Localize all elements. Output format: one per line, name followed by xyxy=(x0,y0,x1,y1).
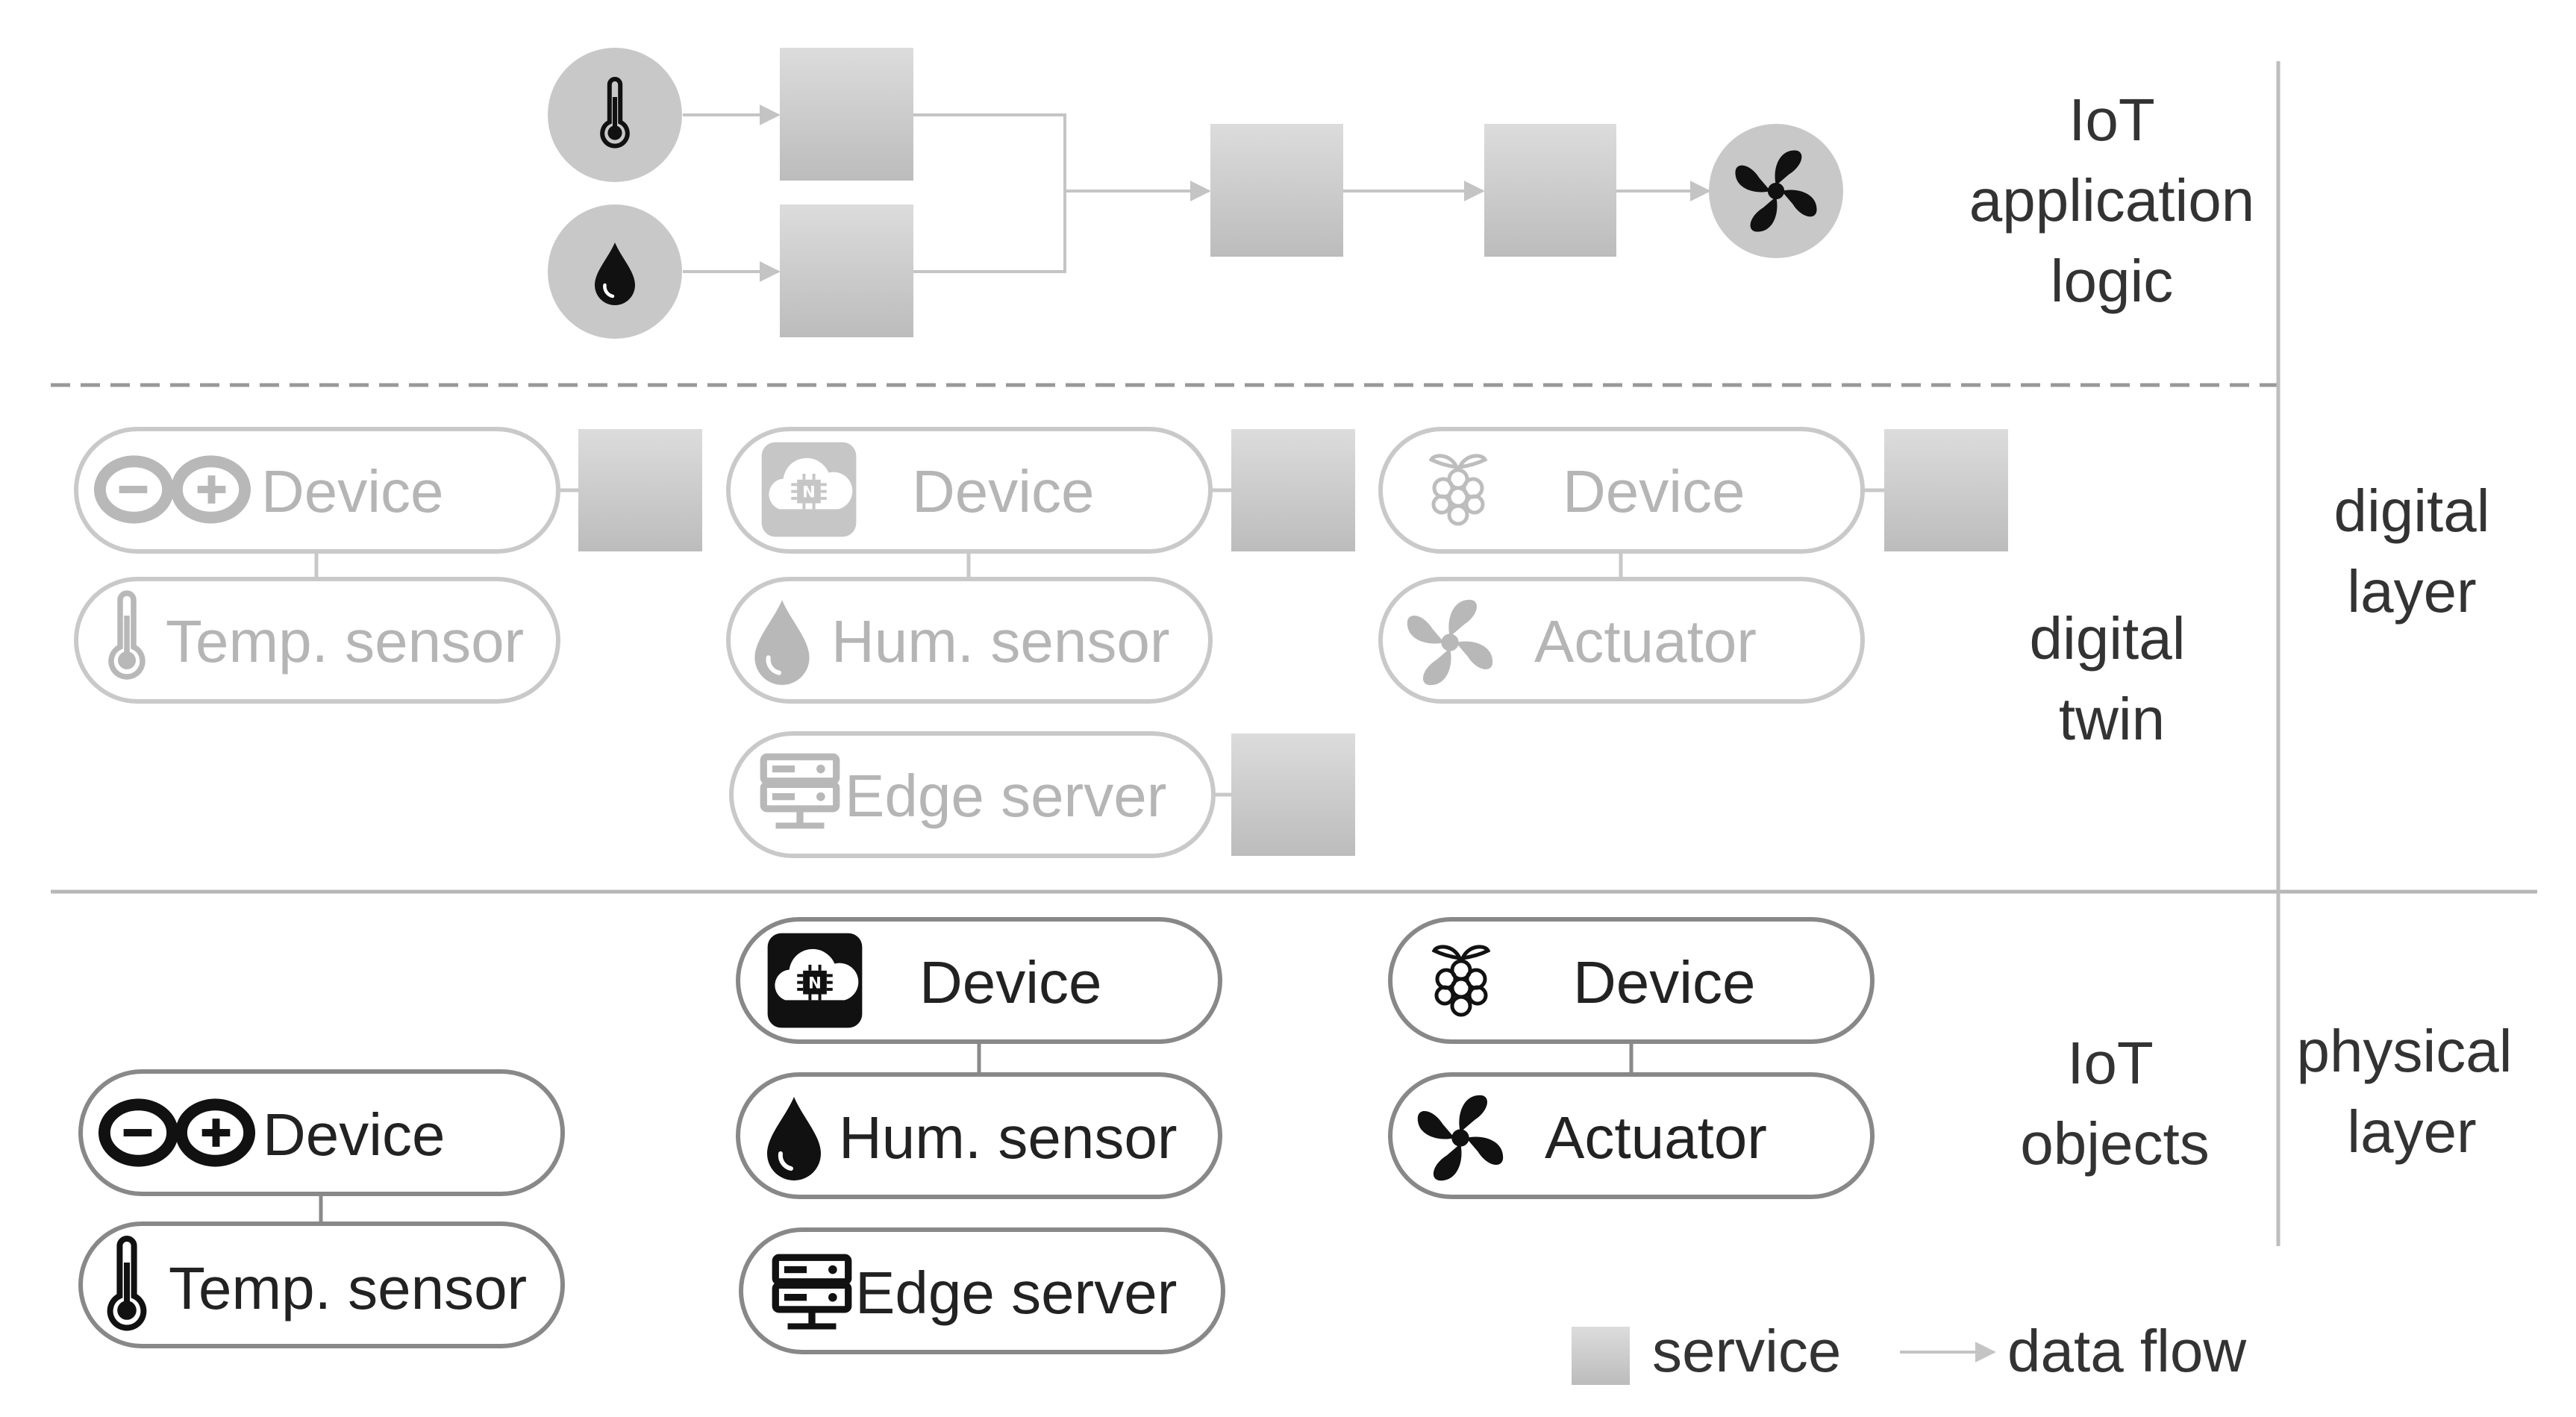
application-logic xyxy=(548,48,1843,339)
legend-data-flow-label: data flow xyxy=(2007,1318,2246,1384)
digital-twin-label-line-1: digital xyxy=(2029,605,2185,672)
rpi-device-label: Device xyxy=(1573,949,1756,1016)
twin-hum-sensor-label: Hum. sensor xyxy=(831,608,1169,675)
edge-server-pill xyxy=(739,1227,1225,1354)
iot-device-icon xyxy=(766,931,864,1030)
legend-service-swatch xyxy=(1572,1327,1630,1385)
app-logic-label-line-2: application xyxy=(1969,167,2255,234)
twin-rpi-device-pill xyxy=(1378,427,1865,554)
twin-arduino-device-label: Device xyxy=(261,458,444,525)
app-logic-label-line-1: IoT xyxy=(2069,87,2155,153)
digital-layer-label-line-2: layer xyxy=(2347,558,2476,625)
physical-layer-label: physical layer xyxy=(2296,1018,2512,1165)
twin-hum-sensor-pill xyxy=(726,577,1213,704)
app-logic-label-line-3: logic xyxy=(2051,248,2174,314)
physical-layer-label-line-1: physical xyxy=(2296,1018,2512,1084)
service-box xyxy=(1484,124,1616,257)
twin-edge-server-label: Edge server xyxy=(845,763,1166,829)
digital-twin-label: digital twin xyxy=(2029,605,2185,752)
twin-rpi-device-label: Device xyxy=(1563,458,1745,525)
actuator-pill xyxy=(1388,1072,1875,1199)
edge-server-label: Edge server xyxy=(855,1260,1177,1326)
digital-twin-layer: Device Temp. sensor Device Hum. sensor E… xyxy=(74,427,2008,858)
legend-service-label: service xyxy=(1652,1318,1841,1384)
service-box xyxy=(578,429,702,551)
temp-sensor-label: Temp. sensor xyxy=(169,1255,527,1321)
service-box xyxy=(1210,124,1343,257)
digital-twin-label-line-2: twin xyxy=(2059,686,2165,752)
digital-layer-label: digital layer xyxy=(2333,478,2489,625)
arduino-device-label: Device xyxy=(263,1101,446,1168)
digital-layer-label-line-1: digital xyxy=(2333,478,2489,544)
app-logic-label: IoT application logic xyxy=(1969,87,2255,314)
iot-objects-label-line-1: IoT xyxy=(2067,1030,2154,1096)
legend: service data flow xyxy=(1572,1318,2246,1385)
iot-device-label: Device xyxy=(919,949,1102,1016)
twin-temp-sensor-pill xyxy=(74,577,560,704)
twin-iot-device-label: Device xyxy=(912,458,1095,525)
twin-actuator-pill xyxy=(1378,577,1865,704)
rpi-device-pill xyxy=(1388,917,1875,1044)
twin-actuator-label: Actuator xyxy=(1534,608,1757,675)
temp-sensor-pill xyxy=(78,1222,565,1348)
twin-temp-sensor-label: Temp. sensor xyxy=(166,608,524,675)
iot-objects-label-line-2: objects xyxy=(2020,1110,2209,1177)
iot-device-icon xyxy=(760,440,858,539)
service-box xyxy=(1231,733,1355,856)
service-box xyxy=(780,48,913,181)
actuator-label: Actuator xyxy=(1545,1104,1767,1171)
fan-actuator xyxy=(1709,124,1843,258)
service-box xyxy=(780,204,913,337)
twin-edge-server-pill xyxy=(729,731,1216,858)
humidity-sensor xyxy=(548,204,682,339)
service-box xyxy=(1231,429,1355,551)
iot-objects-label: IoT objects xyxy=(2020,1030,2209,1177)
service-box xyxy=(1884,429,2008,551)
thermometer-sensor xyxy=(548,48,682,182)
physical-layer: Device Temp. sensor Device Hum. sensor E… xyxy=(78,917,1875,1354)
hum-sensor-label: Hum. sensor xyxy=(839,1104,1177,1171)
physical-layer-label-line-2: layer xyxy=(2347,1098,2476,1165)
hum-sensor-pill xyxy=(736,1072,1222,1199)
